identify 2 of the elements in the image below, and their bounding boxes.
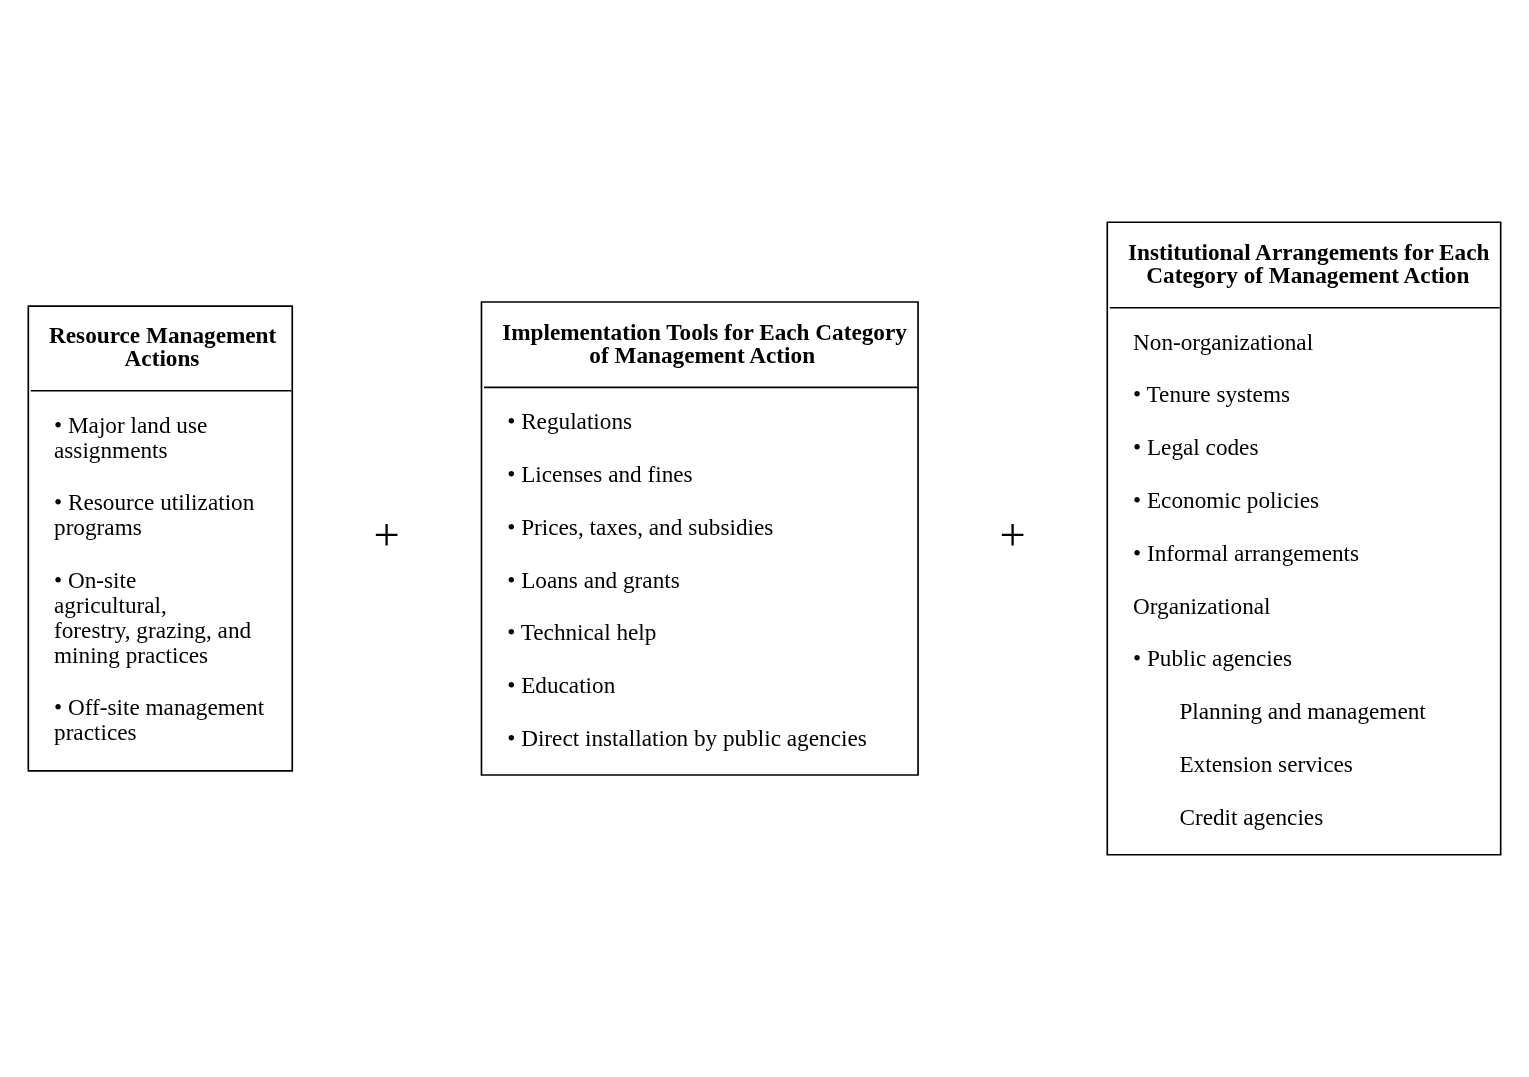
label: + xyxy=(373,508,400,560)
label: + xyxy=(999,508,1026,560)
